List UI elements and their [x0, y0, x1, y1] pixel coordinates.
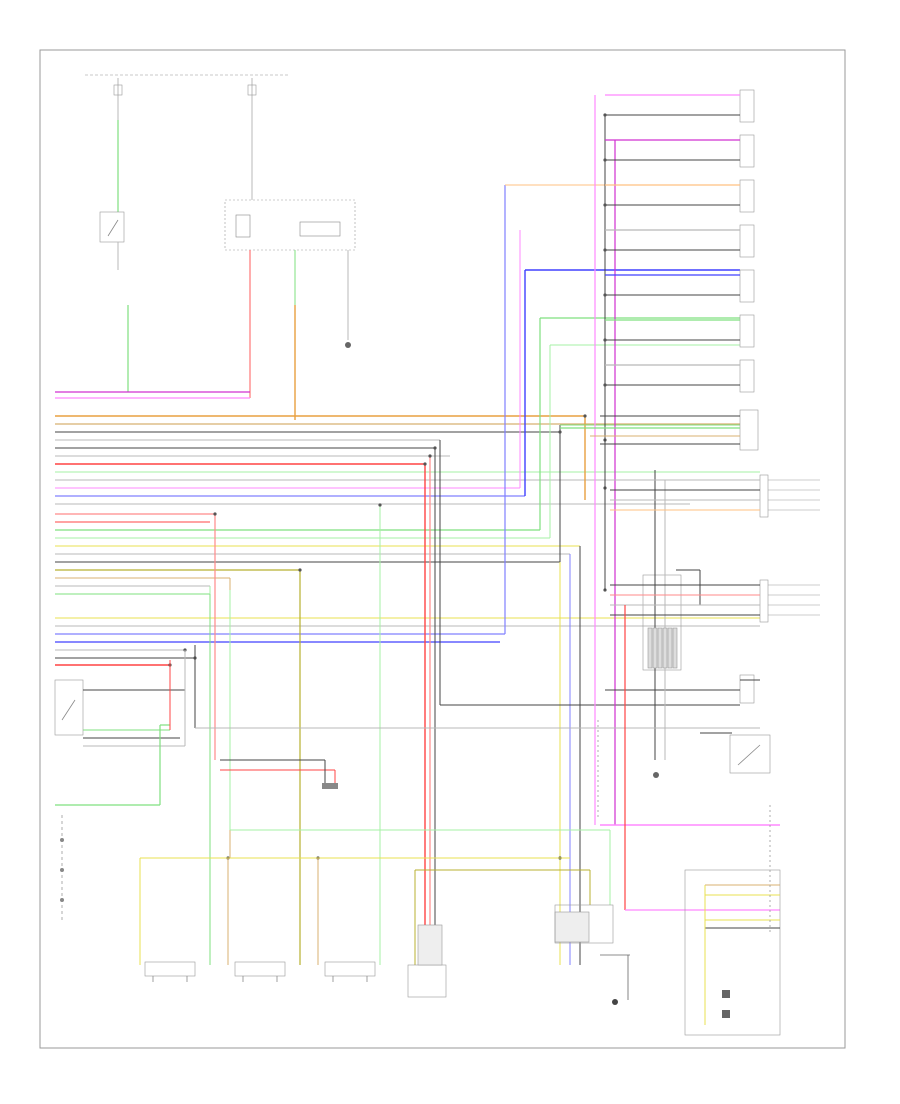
relay-component-icon — [739, 89, 755, 123]
splice-dot — [433, 446, 437, 450]
splice-dot — [428, 454, 432, 458]
fuse-icon — [247, 84, 257, 96]
splice-dot — [583, 414, 587, 418]
right-connector-groups — [610, 470, 820, 760]
fuse-relay-area — [85, 74, 356, 420]
relay-component-icon — [739, 674, 755, 704]
fuse-icon — [113, 84, 123, 96]
splice-dot — [423, 462, 427, 466]
sensor-connector-icon — [324, 961, 376, 977]
connector-icon — [322, 783, 338, 789]
relay-component-icon — [739, 359, 755, 393]
connector-pin-icon — [662, 627, 668, 669]
relay-contact-icon — [299, 221, 341, 237]
sensor-connector-icon — [144, 961, 196, 977]
left-lower-components — [54, 645, 760, 920]
splice-dot — [603, 113, 607, 117]
connector-pin-icon — [652, 627, 658, 669]
switch-icon — [54, 679, 84, 736]
splice-dot — [603, 203, 607, 207]
connector-pin-group-icon — [554, 911, 590, 943]
switch-icon — [99, 211, 125, 243]
diagram-frame — [39, 49, 846, 1049]
ground-icon — [345, 342, 351, 348]
middle-right-components — [554, 679, 771, 1005]
relay-component-icon — [739, 409, 759, 451]
bottom-right-module — [600, 605, 781, 1036]
fuel-sensor-icon — [407, 964, 447, 998]
connector-pin-icon — [647, 627, 653, 669]
splice-dot — [378, 503, 382, 507]
splice-dot — [603, 293, 607, 297]
splice-dot — [603, 158, 607, 162]
relay-component-icon — [739, 179, 755, 213]
connector-pin-group-icon — [417, 924, 443, 966]
left-connector-stubs — [55, 391, 250, 399]
connector-pin-icon — [667, 627, 673, 669]
sensor-connector-icon — [234, 961, 286, 977]
splice-dot — [603, 383, 607, 387]
relay-component-icon — [739, 269, 755, 303]
relay-component-icon — [739, 314, 755, 348]
splice-dot — [603, 248, 607, 252]
connector-pin-icon — [657, 627, 663, 669]
splice-dot — [558, 430, 562, 434]
connector-icon — [759, 579, 769, 623]
splice-dot — [213, 512, 217, 516]
connector-icon — [759, 474, 769, 518]
splice-dot — [298, 568, 302, 572]
right-component-stack — [560, 89, 759, 825]
splice-dot — [603, 338, 607, 342]
bottom-sensors — [139, 857, 590, 998]
connector-pin-icon — [672, 627, 678, 669]
relay-component-icon — [739, 224, 755, 258]
relay-box — [224, 199, 356, 251]
relay-coil-icon — [235, 214, 251, 238]
relay-component-icon — [739, 134, 755, 168]
